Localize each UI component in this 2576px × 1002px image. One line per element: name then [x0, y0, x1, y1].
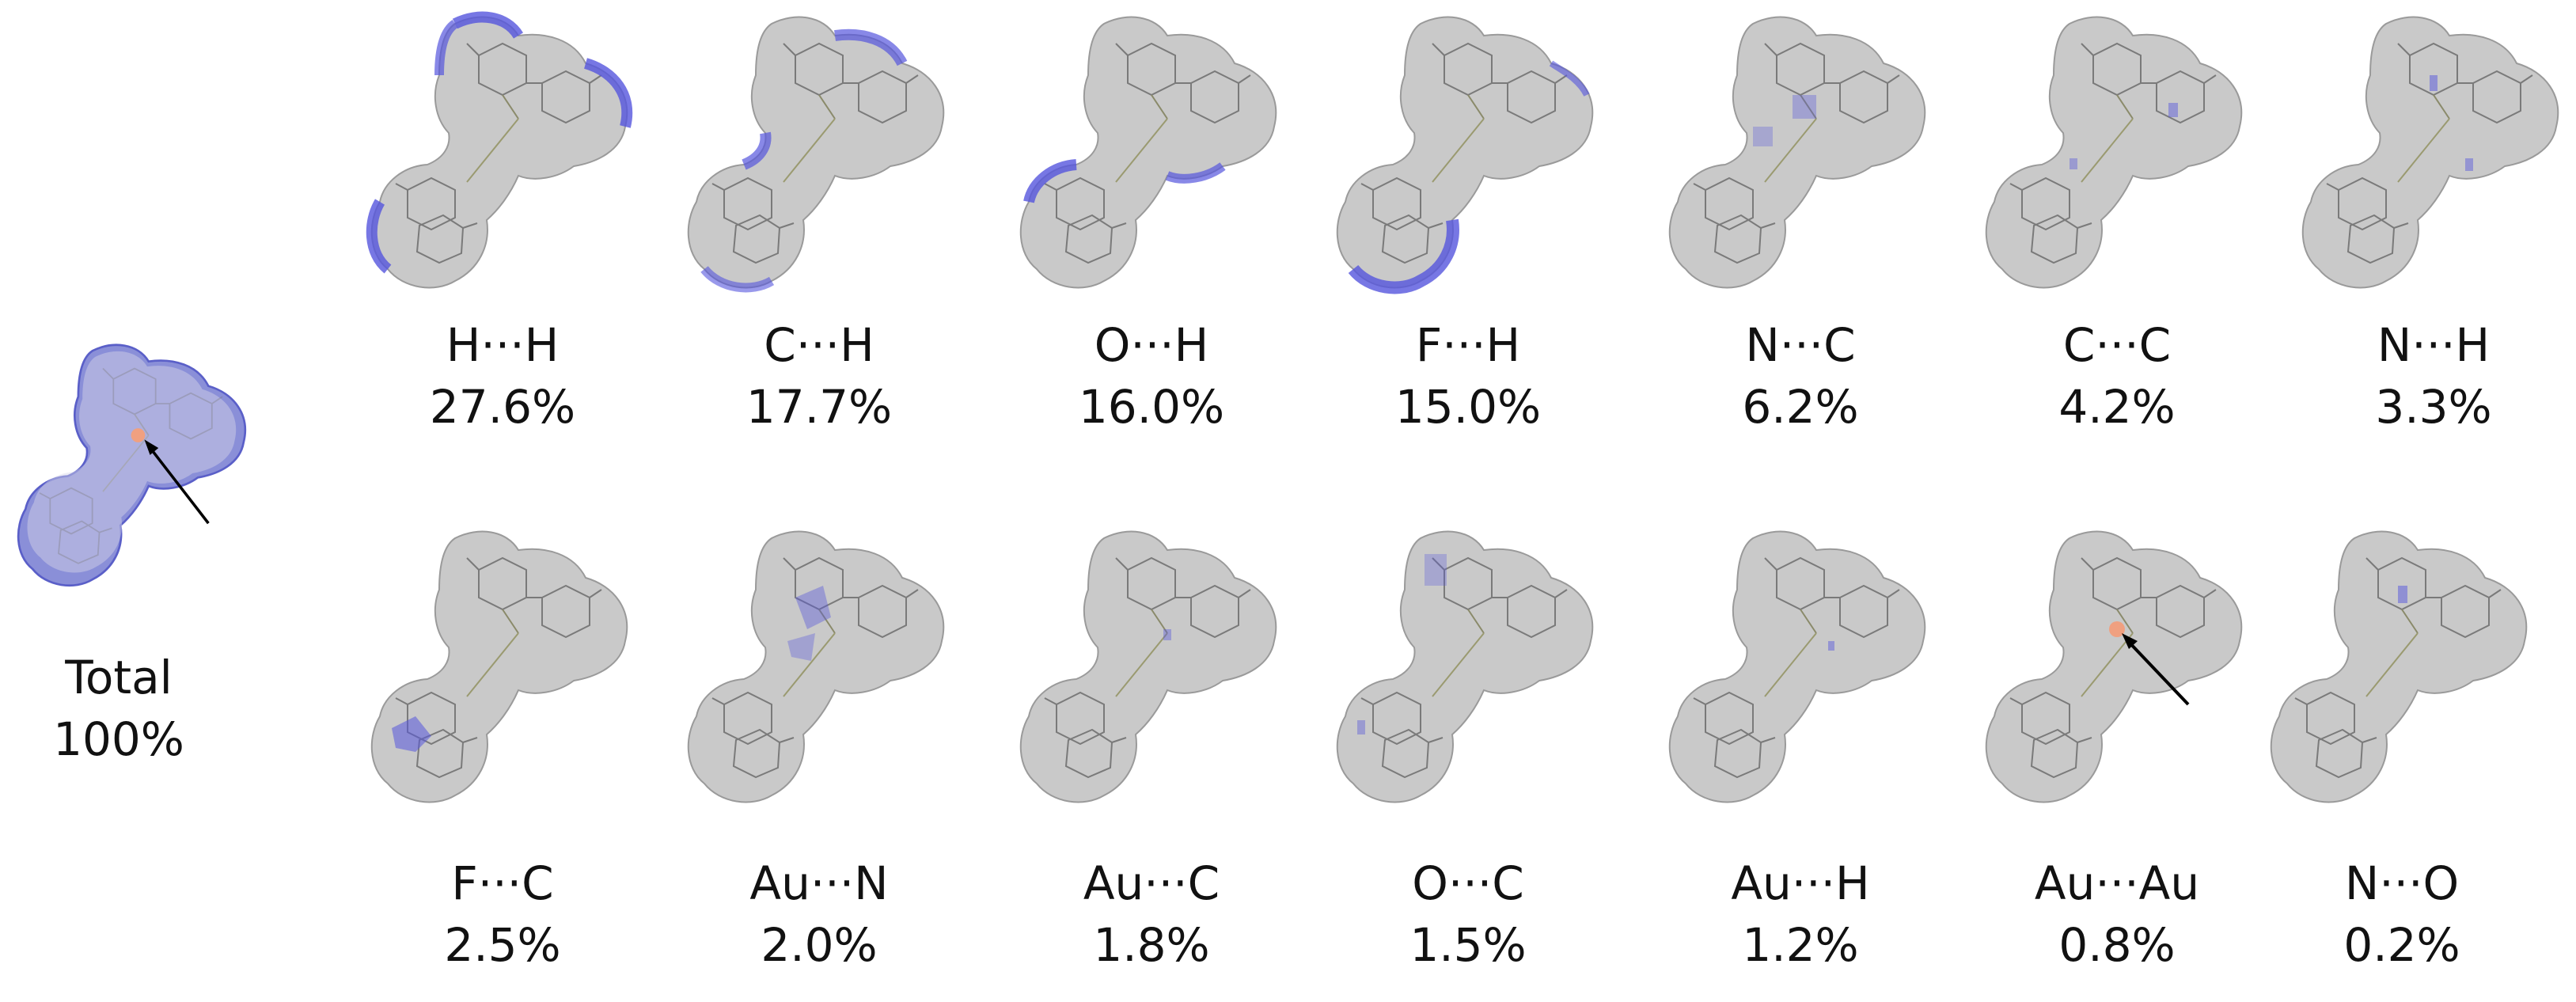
contact-name: O···C [1412, 856, 1524, 910]
contact-percent: 0.2% [2343, 918, 2460, 972]
contact-panel-f-c: F···C 2.5% [348, 514, 657, 997]
contact-panel-au-c: Au···C 1.8% [997, 514, 1306, 997]
contact-panel-h-h: H···H 27.6% [348, 0, 657, 483]
contact-percent: 0.8% [2058, 918, 2176, 972]
hirshfeld-surface-icon [1336, 530, 1594, 803]
contact-percent: 1.8% [1093, 918, 1210, 972]
contact-panel-au-au: Au···Au 0.8% [1963, 514, 2271, 997]
total-label: Total [65, 651, 173, 704]
hirshfeld-surface-icon [17, 343, 247, 587]
contact-panel-o-c: O···C 1.5% [1314, 514, 1622, 997]
arrow-icon [2122, 633, 2190, 706]
contact-name: C···C [2062, 318, 2172, 372]
contact-percent: 27.6% [429, 380, 576, 434]
arrow-icon [144, 439, 210, 525]
contact-panel-o-h: O···H 16.0% [997, 0, 1306, 483]
hirshfeld-surface-icon [2301, 16, 2559, 289]
contact-point [131, 428, 146, 442]
hirshfeld-surface-icon [2270, 530, 2528, 803]
hirshfeld-surface-icon [1985, 530, 2243, 803]
contact-name: N···O [2344, 856, 2460, 910]
hirshfeld-surface-icon [366, 11, 633, 289]
contact-panel-n-h: N···H 3.3% [2279, 0, 2576, 483]
contact-percent: 16.0% [1078, 380, 1225, 434]
hirshfeld-surface-icon [1668, 530, 1926, 803]
contact-panel-n-o: N···O 0.2% [2248, 514, 2556, 997]
contact-name: F···C [451, 856, 554, 910]
contact-panel-au-n: Au···N 2.0% [665, 514, 973, 997]
hirshfeld-surface-icon [687, 16, 945, 293]
contact-panel-au-h: Au···H 1.2% [1646, 514, 1955, 997]
contact-name: H···H [446, 318, 560, 372]
contact-panel-f-h: F···H 15.0% [1314, 0, 1622, 483]
contact-point [2109, 621, 2125, 637]
contact-percent: 1.2% [1742, 918, 1859, 972]
contact-name: F···H [1415, 318, 1521, 372]
contact-percent: 1.5% [1409, 918, 1527, 972]
contact-name: Au···Au [2034, 856, 2200, 910]
contact-name: Au···C [1083, 856, 1220, 910]
contact-panel-n-c: N···C 6.2% [1646, 0, 1955, 483]
hirshfeld-surface-icon [1019, 16, 1277, 289]
hirshfeld-surface-icon [370, 530, 628, 803]
contact-percent: 2.5% [444, 918, 561, 972]
contact-panel-c-c: C···C 4.2% [1963, 0, 2271, 483]
contact-name: N···H [2377, 318, 2491, 372]
contact-percent: 6.2% [1742, 380, 1859, 434]
contact-name: O···H [1094, 318, 1209, 372]
total-panel: Total 100% [0, 317, 261, 791]
contact-percent: 3.3% [2375, 380, 2492, 434]
contact-percent: 2.0% [761, 918, 878, 972]
contact-percent: 15.0% [1394, 380, 1542, 434]
contact-name: N···C [1745, 318, 1856, 372]
contact-panel-c-h: C···H 17.7% [665, 0, 973, 483]
hirshfeld-surface-icon [1019, 530, 1277, 803]
contact-percent: 4.2% [2058, 380, 2176, 434]
contact-percent: 17.7% [745, 380, 893, 434]
contact-name: Au···N [749, 856, 889, 910]
hirshfeld-surface-icon [1336, 16, 1594, 294]
hirshfeld-surface-icon [1668, 16, 1926, 289]
contact-name: C···H [764, 318, 874, 372]
hirshfeld-surface-icon [1985, 16, 2243, 289]
contact-name: Au···H [1731, 856, 1870, 910]
hirshfeld-surface-icon [687, 530, 945, 803]
total-percent: 100% [53, 712, 184, 766]
